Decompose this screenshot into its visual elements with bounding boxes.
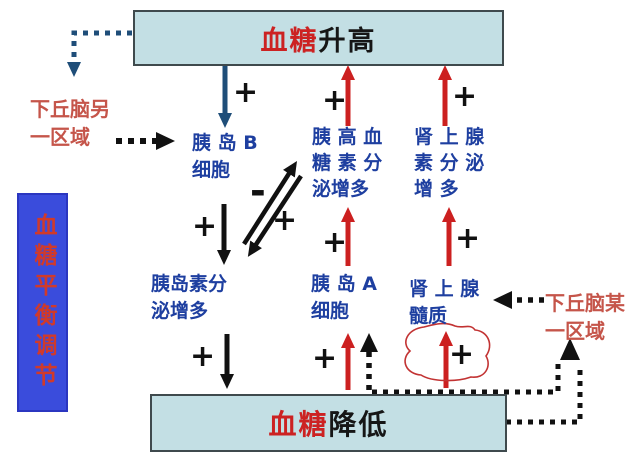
islet-a-line2: 细胞 (311, 300, 350, 322)
label-glucagon-secretion: 胰 高 血糖 素 分泌增多 (312, 124, 382, 202)
plus-sign-glucagon-promotes-insulin: + (272, 203, 298, 238)
islet-b-line1: 胰 岛 B (192, 132, 258, 154)
hypothalamus-some-line1: 下丘脑某 (545, 291, 625, 315)
adrenaline-line3: 增 多 (414, 178, 459, 200)
glucose-high-black-text: 升高 (318, 25, 377, 57)
plus-sign-isletA-secretes: + (322, 225, 348, 260)
label-insulin-secretion: 胰岛素分泌增多 (151, 271, 227, 325)
insulin-line2: 泌增多 (151, 300, 209, 322)
handdrawn-circle-annotation (404, 322, 491, 382)
hypothalamus-some-line2: 一区域 (545, 319, 605, 343)
glucose-high-red-text: 血糖 (260, 25, 319, 57)
medulla-line2: 髓质 (409, 305, 448, 327)
regulation-title-box: 血糖平衡调节 (17, 193, 68, 412)
glucose-low-black-text: 降低 (328, 408, 389, 441)
minus-sign-insulin-inhibits-glucagon: - (250, 169, 266, 213)
glucagon-line3: 泌增多 (312, 178, 370, 200)
adrenaline-line2: 素 分 泌 (414, 152, 485, 174)
label-adrenaline-secretion: 肾 上 腺素 分 泌增 多 (414, 124, 484, 202)
plus-sign-insulin-lowers-glucose: + (190, 339, 216, 374)
dotted-arrow-glucose-high-to-hypothalamus-other (67, 30, 132, 77)
glucagon-line1: 胰 高 血 (312, 126, 383, 148)
islet-b-line2: 细胞 (192, 159, 231, 181)
hypothalamus-other-line1: 下丘脑另 (30, 97, 110, 121)
plus-sign-isletB-stimulus: + (233, 75, 259, 110)
hypothalamus-other-line2: 一区域 (30, 125, 90, 149)
glucose-low-red-text: 血糖 (268, 408, 329, 441)
glucose-high-box: 血糖升高 (133, 10, 504, 66)
plus-sign-adrenaline-effect: + (452, 79, 478, 114)
label-islet-b-cells: 胰 岛 B 细胞 (192, 130, 258, 184)
regulation-title-text: 血糖平衡调节 (30, 212, 56, 393)
insulin-line1: 胰岛素分 (151, 273, 228, 295)
label-islet-a-cells: 胰 岛 A 细胞 (311, 271, 377, 325)
plus-sign-low-glucose-to-medulla: + (449, 337, 475, 372)
plus-sign-glucagon-effect: + (322, 83, 348, 118)
label-hypothalamus-other: 下丘脑另一区域 (30, 95, 110, 151)
plus-sign-medulla-secretes: + (455, 221, 481, 256)
plus-sign-insulin-release: + (192, 209, 218, 244)
label-adrenal-medulla: 肾 上 腺髓质 (409, 276, 479, 330)
glucagon-line2: 糖 素 分 (312, 152, 383, 174)
label-hypothalamus-some: 下丘脑某一区域 (545, 289, 625, 345)
medulla-line1: 肾 上 腺 (409, 278, 480, 300)
glucose-low-box: 血糖降低 (150, 394, 507, 452)
dotted-path-glucose-low-side-to-hypothalamus-some (506, 364, 583, 425)
plus-sign-low-glucose-to-isletA: + (312, 341, 338, 376)
adrenaline-line1: 肾 上 腺 (414, 126, 485, 148)
islet-a-line1: 胰 岛 A (311, 273, 377, 295)
